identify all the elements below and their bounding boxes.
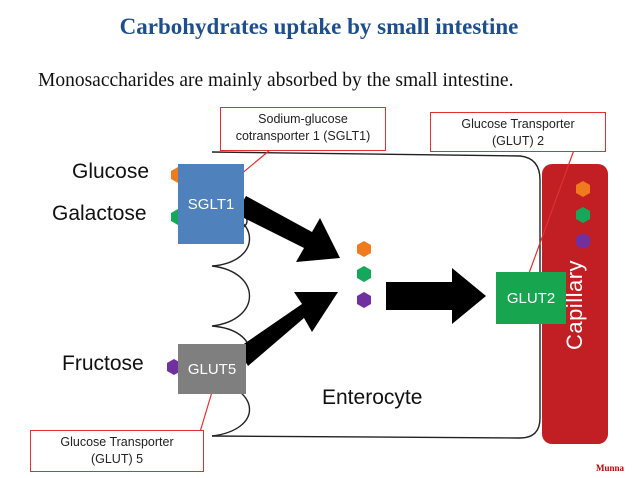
glut2-label: GLUT2: [506, 289, 556, 307]
glut5-label: GLUT5: [187, 360, 237, 378]
arrow-glut5-to-cytoplasm: [238, 292, 338, 366]
fructose-label: Fructose: [62, 352, 144, 375]
enterocyte-label: Enterocyte: [322, 386, 423, 409]
galactose-label: Galactose: [52, 202, 147, 225]
slide-subtitle: Monosaccharides are mainly absorbed by t…: [38, 70, 514, 91]
arrow-cytoplasm-to-glut2: [386, 268, 486, 324]
glut5-callout: Glucose Transporter (GLUT) 5: [30, 430, 204, 472]
glucose-label: Glucose: [72, 160, 150, 183]
sglt1-callout-line1: Sodium-glucose: [258, 112, 348, 126]
glut5-callout-line2: (GLUT) 5: [90, 452, 144, 466]
slide-title: Carbohydrates uptake by small intestine: [119, 14, 519, 39]
glut5-callout-line1: Glucose Transporter: [60, 435, 174, 449]
capillary-glucose-hexagon-icon: [576, 181, 590, 197]
capillary-fructose-hexagon-icon: [576, 233, 590, 249]
glut2-callout: Glucose Transporter (GLUT) 2: [430, 112, 606, 152]
capillary-galactose-hexagon-icon: [576, 207, 590, 223]
glut2-transporter-box: GLUT2: [496, 272, 566, 324]
sglt1-callout: Sodium-glucose cotransporter 1 (SGLT1): [220, 107, 386, 151]
glut2-callout-line2: (GLUT) 2: [491, 134, 545, 148]
author-signature: Munna: [596, 463, 625, 473]
callout-leader-glut5: [199, 391, 213, 433]
glut2-callout-line1: Glucose Transporter: [461, 117, 575, 131]
fructose-hexagon-icon: [167, 359, 181, 375]
sglt1-label: SGLT1: [187, 195, 235, 213]
sglt1-transporter-box: SGLT1: [178, 164, 244, 244]
callout-leader-glut2: [527, 149, 575, 277]
arrow-sglt1-to-cytoplasm: [236, 196, 340, 262]
cell-glucose-hexagon-icon: [357, 241, 371, 257]
glut5-transporter-box: GLUT5: [178, 344, 246, 394]
sglt1-callout-line2: cotransporter 1 (SGLT1): [235, 129, 371, 143]
cell-galactose-hexagon-icon: [357, 266, 371, 282]
cell-fructose-hexagon-icon: [357, 292, 371, 308]
